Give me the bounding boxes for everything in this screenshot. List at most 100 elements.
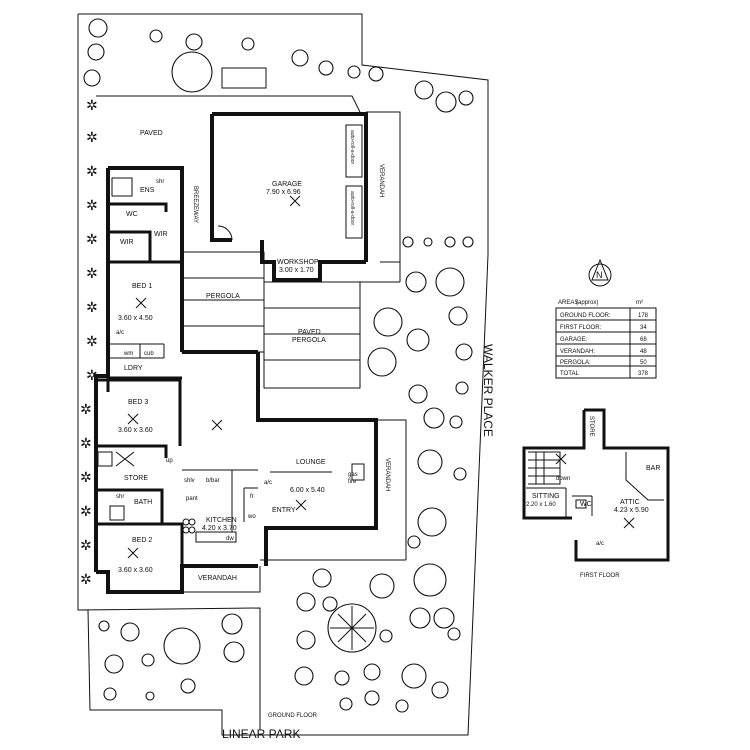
label-pant: pant bbox=[186, 496, 198, 502]
label-bath: BATH bbox=[134, 499, 152, 506]
verandah-top-area bbox=[366, 111, 401, 263]
label-wir: WIR bbox=[120, 239, 134, 246]
label-breezeway: BREEZEWAY bbox=[192, 186, 198, 223]
areas-row-label: PERGOLA: bbox=[560, 360, 591, 366]
label-verandah-top: VERANDAH bbox=[378, 164, 384, 197]
svg-text:✲: ✲ bbox=[86, 265, 98, 281]
svg-text:✲: ✲ bbox=[86, 231, 98, 247]
areas-row-label: VERANDAH: bbox=[560, 349, 595, 355]
label-fr: fr bbox=[250, 494, 254, 500]
svg-text:✲: ✲ bbox=[80, 537, 92, 553]
label-wm: wm bbox=[123, 351, 133, 357]
label-wc: WC bbox=[126, 211, 138, 218]
label-wo: wo bbox=[247, 514, 256, 520]
label-bed3-name: BED 3 bbox=[128, 399, 148, 406]
svg-text:✲: ✲ bbox=[80, 571, 92, 587]
label-ground-floor: GROUND FLOOR bbox=[268, 713, 318, 719]
svg-text:✲: ✲ bbox=[80, 401, 92, 417]
svg-text:✲: ✲ bbox=[80, 503, 92, 519]
ff-label-store: STORE bbox=[588, 416, 594, 437]
label-bed1-size: 3.60 x 4.50 bbox=[118, 315, 153, 322]
svg-text:✲: ✲ bbox=[86, 299, 98, 315]
label-fire: fire bbox=[348, 479, 357, 485]
label-lounge-size: 6.00 x 5.40 bbox=[290, 487, 325, 494]
label-verandah-right: VERANDAH bbox=[384, 458, 390, 491]
ff-label-down: down bbox=[556, 476, 570, 482]
label-verandah-bottom: VERANDAH bbox=[198, 575, 237, 582]
areas-row-label: GARAGE: bbox=[560, 337, 588, 343]
ff-label-caption: FIRST FLOOR bbox=[580, 573, 620, 579]
label-pergola: PERGOLA bbox=[206, 293, 240, 300]
svg-text:✲: ✲ bbox=[80, 435, 92, 451]
ff-label-attic-name: ATTIC bbox=[620, 499, 640, 506]
areas-row-value: 68 bbox=[640, 337, 647, 343]
compass-label: N bbox=[596, 270, 603, 280]
svg-text:✲: ✲ bbox=[86, 97, 98, 113]
label-door-2: auto-roll-a-door bbox=[349, 191, 355, 226]
ff-label-sitting-size: 2.20 x 1.60 bbox=[526, 502, 556, 508]
label-garage-size: 7.90 x 6.96 bbox=[266, 189, 301, 196]
label-walker-place: WALKER PLACE bbox=[481, 344, 495, 437]
areas-header-label: AREAS bbox=[558, 300, 578, 306]
label-dw: dw bbox=[226, 536, 234, 542]
label-ac-2: a/c bbox=[264, 480, 272, 486]
label-workshop-name: WORKSHOP bbox=[277, 259, 319, 266]
label-bbar: b/bar bbox=[206, 478, 220, 484]
label-bed1-name: BED 1 bbox=[132, 283, 152, 290]
svg-text:✲: ✲ bbox=[86, 197, 98, 213]
svg-text:✲: ✲ bbox=[86, 129, 98, 145]
label-entry: ENTRY bbox=[272, 507, 296, 514]
property-boundary bbox=[77, 13, 489, 736]
first-floor-plan: STORE BAR down SITTING 2.20 x 1.60 WC AT… bbox=[522, 408, 670, 579]
pergola-area bbox=[181, 251, 401, 389]
areas-row-value: 34 bbox=[640, 325, 647, 331]
label-workshop-size: 3.00 x 1.70 bbox=[279, 267, 314, 274]
areas-table: AREAS (approx) m² GROUND FLOOR: 178 FIRS… bbox=[555, 300, 657, 379]
label-bed2-name: BED 2 bbox=[132, 537, 152, 544]
label-linear-park: LINEAR PARK bbox=[222, 727, 300, 741]
areas-total-label: TOTAL bbox=[560, 371, 579, 377]
garage bbox=[210, 112, 368, 282]
ff-label-ac: a/c bbox=[596, 541, 604, 547]
areas-row-value: 178 bbox=[638, 313, 649, 319]
hedge-row: ✲ ✲ ✲ ✲ ✲ ✲ ✲ ✲ ✲ ✲ ✲ ✲ ✲ ✲ ✲ bbox=[80, 97, 98, 587]
label-ldry: LDRY bbox=[124, 365, 143, 372]
label-kitchen-size: 4.20 x 3.70 bbox=[202, 525, 237, 532]
areas-total-value: 378 bbox=[638, 371, 649, 377]
areas-header-note: (approx) bbox=[576, 300, 598, 306]
label-kitchen-name: KITCHEN bbox=[206, 517, 237, 524]
label-shr-ens: shr bbox=[156, 179, 164, 185]
label-paved: PAVED bbox=[140, 130, 163, 137]
svg-text:✲: ✲ bbox=[86, 367, 98, 383]
label-up: up bbox=[166, 458, 173, 464]
ff-label-sitting-name: SITTING bbox=[532, 493, 560, 500]
svg-text:✲: ✲ bbox=[86, 333, 98, 349]
svg-text:✲: ✲ bbox=[86, 163, 98, 179]
north-compass: N bbox=[588, 258, 612, 287]
label-gas: gas bbox=[348, 472, 358, 478]
verandah-right-area bbox=[181, 419, 407, 593]
trees bbox=[83, 18, 474, 713]
areas-row-value: 48 bbox=[640, 349, 647, 355]
label-ac-1: a/c bbox=[116, 330, 124, 336]
svg-text:✲: ✲ bbox=[80, 469, 92, 485]
label-ens: ENS bbox=[140, 187, 155, 194]
label-bed3-size: 3.60 x 3.60 bbox=[118, 427, 153, 434]
paved-area bbox=[96, 67, 361, 113]
ff-label-attic-size: 4.23 x 5.90 bbox=[614, 507, 649, 514]
room-markers bbox=[127, 195, 307, 559]
house-walls bbox=[94, 166, 378, 594]
label-paved-pergola-2: PERGOLA bbox=[292, 337, 326, 344]
areas-row-label: GROUND FLOOR: bbox=[560, 313, 611, 319]
label-door-1: auto-roll-a-door bbox=[349, 130, 355, 165]
areas-row-label: FIRST FLOOR: bbox=[560, 325, 602, 331]
ground-floor-labels: PAVED ENS shr WC WIR WIR BREEZEWAY BED 1… bbox=[116, 130, 495, 741]
label-wir-2: WIR bbox=[154, 231, 168, 238]
areas-row-value: 50 bbox=[640, 360, 647, 366]
label-bed2-size: 3.60 x 3.60 bbox=[118, 567, 153, 574]
ff-label-wc: WC bbox=[580, 501, 592, 508]
label-garage-name: GARAGE bbox=[272, 181, 302, 188]
label-store: STORE bbox=[124, 475, 148, 482]
